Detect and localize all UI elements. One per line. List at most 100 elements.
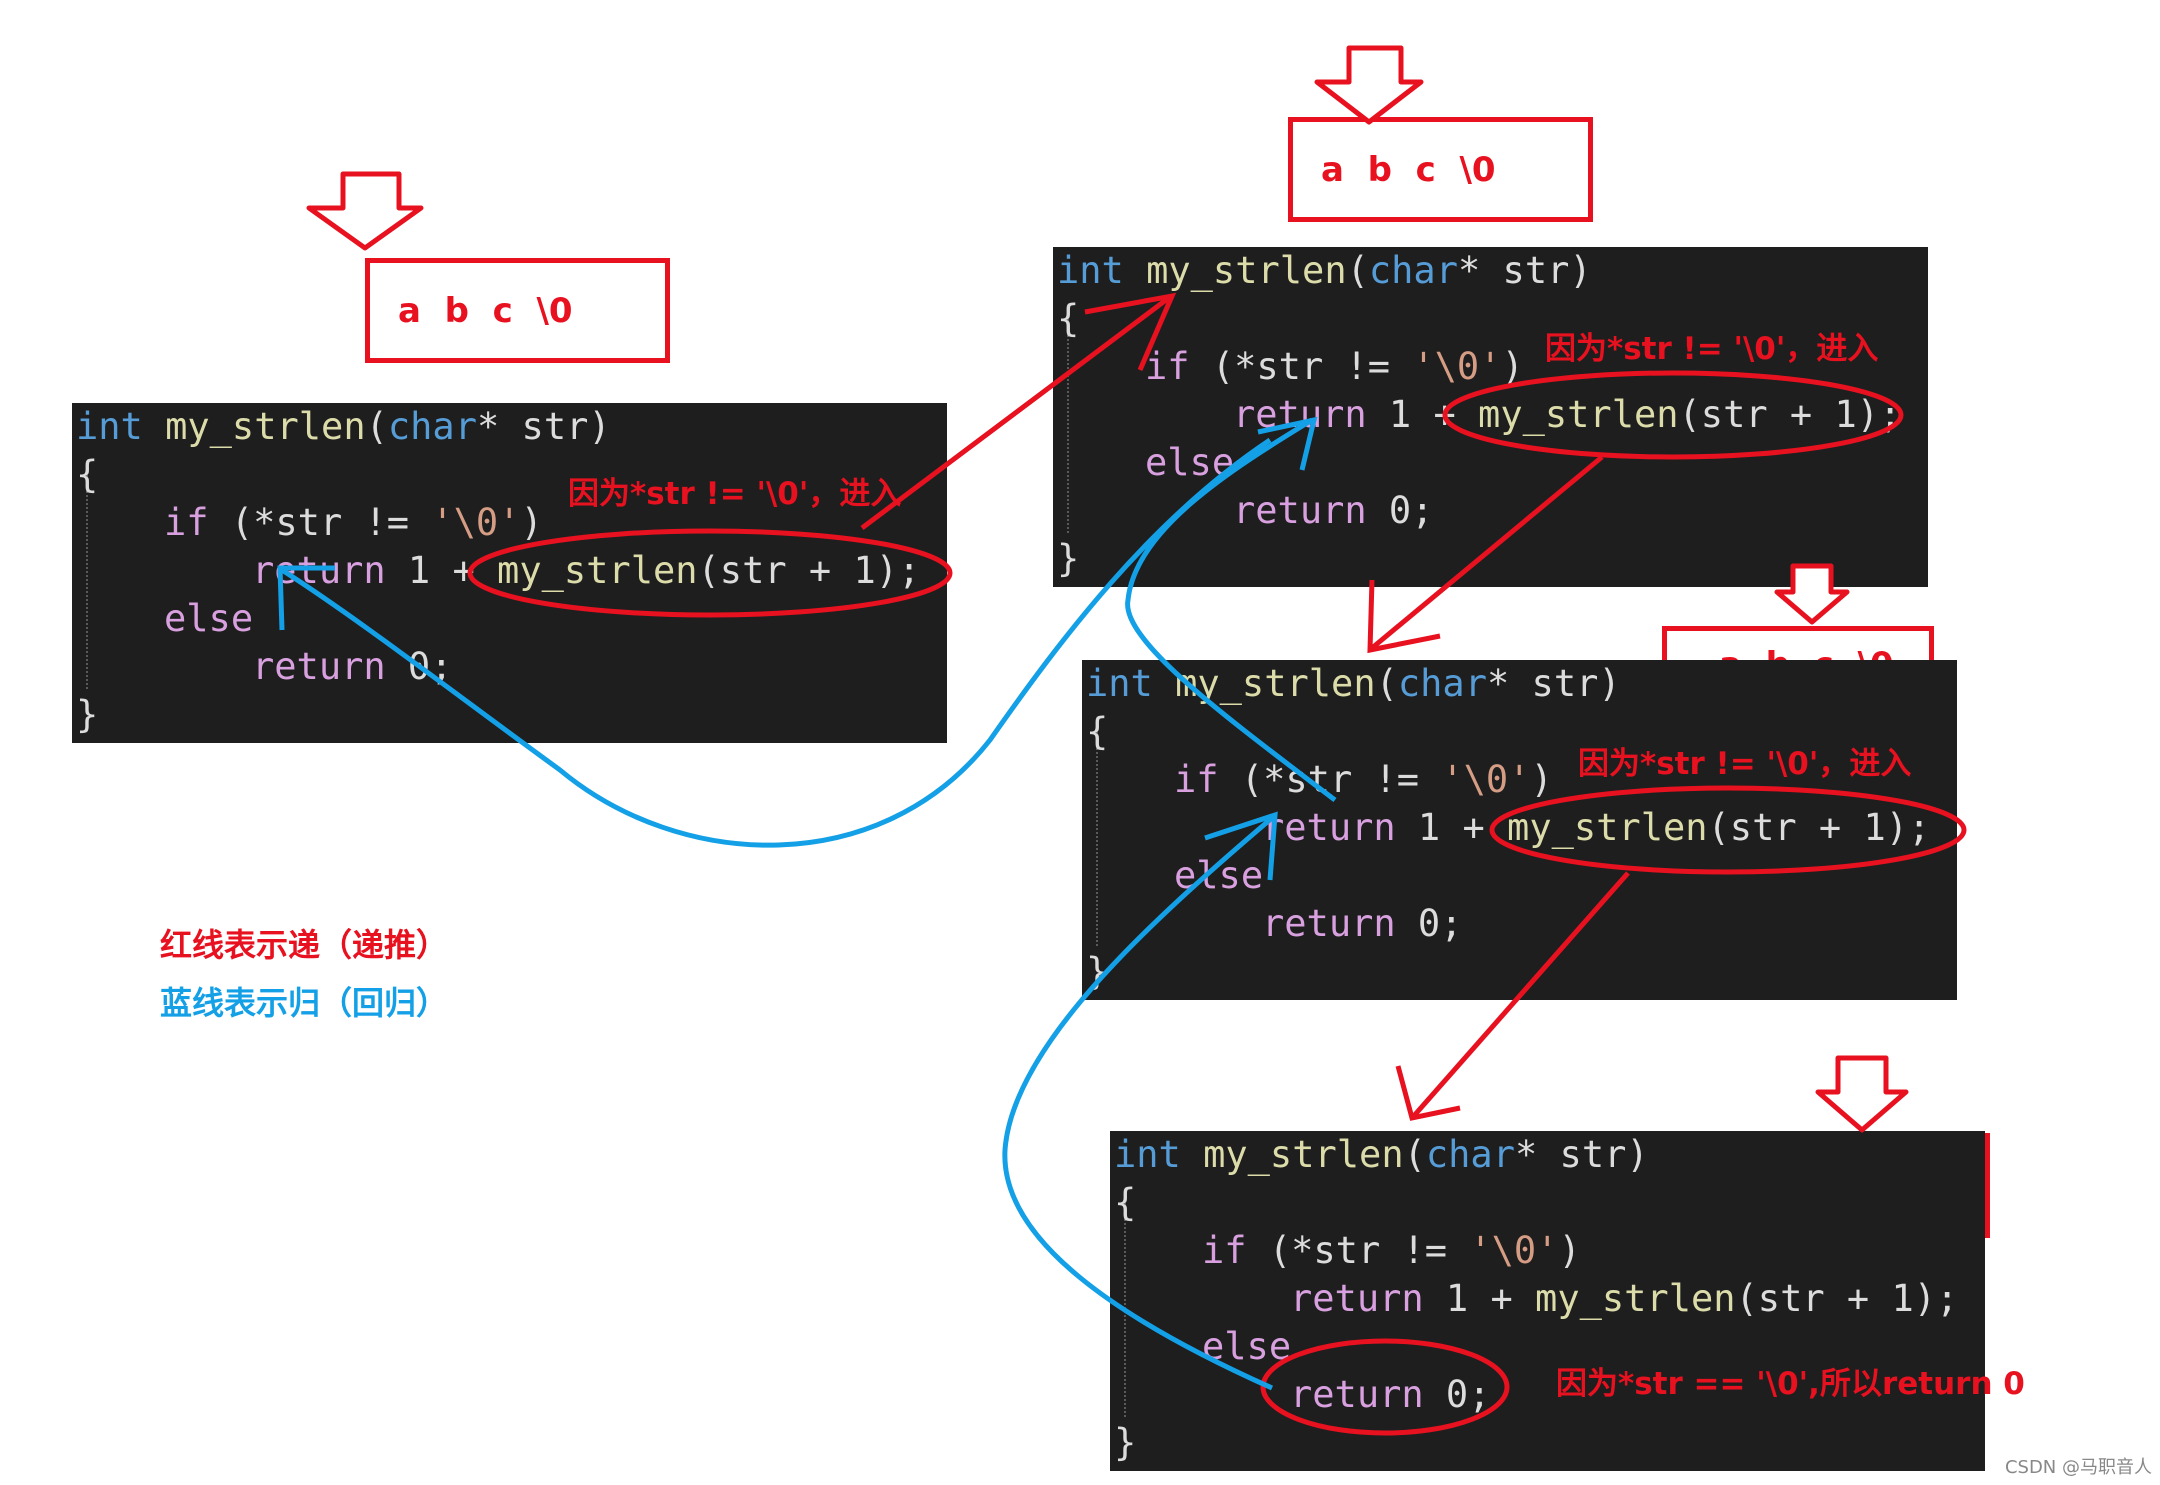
kw-int: int xyxy=(1057,249,1124,292)
code-if: if (*str != '\0') xyxy=(1202,1227,1581,1275)
blue-return-arrow xyxy=(280,437,1272,848)
brace: } xyxy=(1086,950,1109,993)
down-arrow-icon xyxy=(306,171,424,251)
kw-char: char xyxy=(387,405,477,448)
code-signature: int my_strlen(char* str) xyxy=(1114,1131,1649,1179)
code-block-call-2: int my_strlen(char* str) { if (*str != '… xyxy=(1053,247,1928,587)
expr: 1 + xyxy=(385,549,498,592)
call-highlight-ellipse xyxy=(1442,370,1904,460)
str-null: '\0' xyxy=(1469,1229,1559,1272)
paren: ( xyxy=(1375,662,1398,705)
annotation-final: 因为*str == '\0',所以return 0 xyxy=(1556,1366,2025,1402)
indent-guide xyxy=(1067,311,1069,533)
fn-name: my_strlen xyxy=(1175,662,1376,705)
brace: { xyxy=(1114,1181,1137,1224)
args: (str + 1); xyxy=(1678,393,1902,436)
red-recursion-arrow xyxy=(1370,455,1604,650)
code-return-zero: return 0; xyxy=(1233,487,1433,535)
blue-return-arrow xyxy=(1002,816,1274,1391)
brace: } xyxy=(1057,537,1080,580)
blue-arrowhead xyxy=(277,565,335,631)
call-highlight-ellipse xyxy=(467,528,953,618)
annotation-enter-2: 因为*str != '\0'，进入 xyxy=(1545,331,1879,367)
fn-call: my_strlen xyxy=(497,549,698,592)
buffer-box-2: a b c \0 xyxy=(1288,117,1593,222)
param: str) xyxy=(1509,662,1621,705)
args: (str + 1); xyxy=(1707,806,1931,849)
expr: 0; xyxy=(1423,1373,1491,1416)
red-recursion-arrow xyxy=(860,295,1172,530)
fn-name: my_strlen xyxy=(165,405,366,448)
args: (str + 1); xyxy=(697,549,921,592)
annotation-enter-1: 因为*str != '\0'，进入 xyxy=(568,476,902,512)
paren: ) xyxy=(1558,1229,1581,1272)
brace: { xyxy=(76,453,99,496)
code-open-brace: { xyxy=(76,451,98,499)
blue-arrowhead xyxy=(1257,416,1318,471)
indent-guide xyxy=(1096,724,1098,946)
brace: { xyxy=(1057,297,1080,340)
annotation-enter-3: 因为*str != '\0'，进入 xyxy=(1578,746,1912,782)
blue-return-arrow xyxy=(1125,417,1337,802)
kw-char: char xyxy=(1397,662,1487,705)
kw-if: if xyxy=(1145,345,1190,388)
str-null: '\0' xyxy=(431,501,521,544)
blue-arrowhead xyxy=(1204,811,1278,881)
buffer-label: a b c \0 xyxy=(398,290,573,331)
kw-return: return xyxy=(1262,806,1396,849)
kw-return: return xyxy=(1262,902,1396,945)
expr: 0; xyxy=(1366,489,1434,532)
brace: } xyxy=(1114,1421,1137,1464)
expr: 1 + xyxy=(1395,806,1508,849)
paren: ( xyxy=(1403,1133,1426,1176)
kw-return: return xyxy=(1290,1373,1424,1416)
brace: } xyxy=(76,693,99,736)
kw-else: else xyxy=(164,597,254,640)
str-null: '\0' xyxy=(1412,345,1502,388)
param: str) xyxy=(1537,1133,1649,1176)
code-signature: int my_strlen(char* str) xyxy=(1086,660,1621,708)
paren: ) xyxy=(1530,758,1553,801)
code-close-brace: } xyxy=(1114,1419,1136,1467)
param: str) xyxy=(499,405,611,448)
kw-if: if xyxy=(1174,758,1219,801)
param: str) xyxy=(1480,249,1592,292)
down-arrow-icon xyxy=(1774,563,1850,625)
code-close-brace: } xyxy=(1086,948,1108,996)
kw-return: return xyxy=(252,645,386,688)
code-return-zero: return 0; xyxy=(1290,1371,1490,1419)
kw-int: int xyxy=(1086,662,1153,705)
fn-call: my_strlen xyxy=(1535,1277,1736,1320)
return-zero-ellipse xyxy=(1260,1338,1510,1436)
brace: { xyxy=(1086,710,1109,753)
expr: 0; xyxy=(1395,902,1463,945)
code-open-brace: { xyxy=(1057,295,1079,343)
paren: ) xyxy=(520,501,543,544)
code-open-brace: { xyxy=(1114,1179,1136,1227)
code-signature: int my_strlen(char* str) xyxy=(76,403,611,451)
code-signature: int my_strlen(char* str) xyxy=(1057,247,1592,295)
kw-char: char xyxy=(1368,249,1458,292)
cond: (*str != xyxy=(1218,758,1442,801)
kw-if: if xyxy=(1202,1229,1247,1272)
code-block-call-4: int my_strlen(char* str) { if (*str != '… xyxy=(1110,1131,1985,1471)
kw-if: if xyxy=(164,501,209,544)
code-return-recursive: return 1 + my_strlen(str + 1); xyxy=(1290,1275,1958,1323)
down-arrow-icon xyxy=(1314,45,1424,125)
cond: (*str != xyxy=(1189,345,1413,388)
str-null: '\0' xyxy=(1441,758,1531,801)
code-if: if (*str != '\0') xyxy=(1145,343,1524,391)
star: * xyxy=(476,405,500,448)
star: * xyxy=(1514,1133,1538,1176)
fn-name: my_strlen xyxy=(1203,1133,1404,1176)
code-block-call-1: int my_strlen(char* str) { if (*str != '… xyxy=(72,403,947,743)
expr: 1 + xyxy=(1423,1277,1536,1320)
code-return-recursive: return 1 + my_strlen(str + 1); xyxy=(1262,804,1930,852)
kw-int: int xyxy=(1114,1133,1181,1176)
code-return-recursive: return 1 + my_strlen(str + 1); xyxy=(252,547,920,595)
fn-name: my_strlen xyxy=(1146,249,1347,292)
call-highlight-ellipse xyxy=(1489,785,1967,875)
red-arrowhead xyxy=(1367,579,1441,654)
star: * xyxy=(1486,662,1510,705)
